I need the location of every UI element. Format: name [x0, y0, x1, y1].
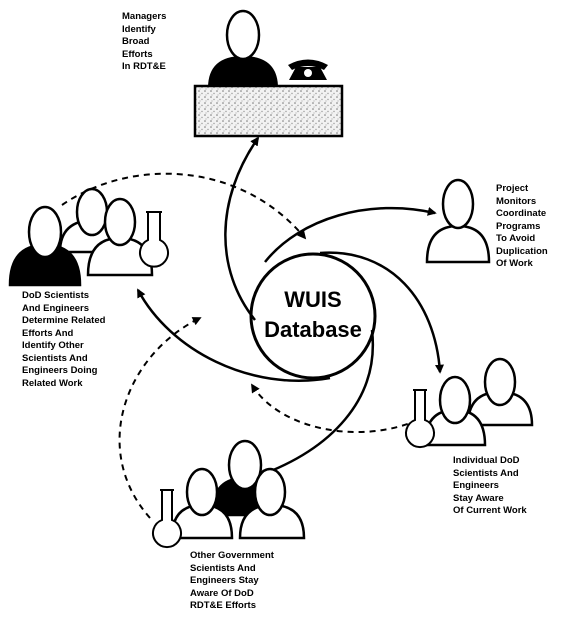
database-title-line1: WUIS — [284, 287, 341, 312]
dod-scientists-line: Efforts And — [22, 327, 74, 339]
dod-scientists-line: Engineers Doing — [22, 365, 98, 376]
individual-scientists-group — [423, 357, 534, 447]
managers-label: Managers Identify Broad Efforts In RDT&E — [122, 11, 166, 74]
solid-arrow-to-dod-scientists — [136, 288, 331, 382]
other-government-line: RDT&E Efforts — [190, 600, 256, 611]
manager-desk — [193, 84, 344, 138]
managers-line: In RDT&E — [122, 61, 166, 72]
dod-scientists-line: DoD Scientists — [22, 290, 90, 301]
other-government-line: Scientists And — [190, 562, 256, 574]
project-monitors-label: Project Monitors Coordinate Programs To … — [496, 183, 548, 271]
database-title-line2: Database — [264, 317, 362, 342]
dod-scientists-line: Scientists And — [22, 352, 88, 364]
managers-line: Managers — [122, 11, 167, 22]
individual-scientists-line: Engineers — [453, 480, 499, 491]
solid-arrow-to-project-monitors — [264, 206, 437, 263]
project-monitors-line: Project — [496, 183, 529, 194]
managers-line: Broad — [122, 36, 150, 47]
other-government-label: Other Government Scientists And Engineer… — [190, 550, 274, 613]
other-government-line: Engineers Stay — [190, 575, 259, 586]
project-monitors-line: Monitors — [496, 195, 537, 207]
project-monitors-line: Coordinate — [496, 208, 547, 219]
other-government-line: Other Government — [190, 550, 274, 561]
dod-scientists-line: Determine Related — [22, 315, 106, 326]
manager-figure — [208, 9, 278, 88]
solid-arrow-to-individual — [319, 251, 444, 374]
dashed-arrow-individual-to-database — [251, 383, 419, 434]
dod-scientists-line: And Engineers — [22, 302, 90, 314]
managers-line: Efforts — [122, 48, 153, 60]
individual-scientists-label: Individual DoD Scientists And Engineers … — [453, 455, 527, 518]
individual-scientists-line: Individual DoD — [453, 455, 520, 466]
other-government-group — [170, 439, 306, 540]
dod-scientists-label: DoD Scientists And Engineers Determine R… — [22, 290, 105, 390]
solid-arrow-to-manager — [224, 136, 260, 321]
telephone-icon — [288, 59, 328, 80]
dod-scientists-line: Related Work — [22, 377, 83, 389]
flask-icon-other-government — [152, 489, 182, 548]
individual-scientists-line: Stay Aware — [453, 492, 504, 504]
project-monitor-figure — [425, 178, 491, 264]
project-monitors-line: Programs — [496, 220, 541, 232]
flask-icon-dod — [139, 211, 169, 268]
individual-scientists-line: Scientists And — [453, 467, 519, 479]
project-monitors-line: Duplication — [496, 245, 548, 257]
project-monitors-line: Of Work — [496, 258, 533, 269]
other-government-line: Aware Of DoD — [190, 587, 254, 599]
dod-scientists-group — [8, 187, 154, 287]
wuis-database-circle — [249, 252, 377, 380]
dod-scientists-line: Identify Other — [22, 340, 84, 351]
individual-scientists-line: Of Current Work — [453, 505, 527, 516]
flask-icon-individual — [405, 389, 435, 448]
project-monitors-line: To Avoid — [496, 233, 536, 244]
managers-line: Identify — [122, 23, 156, 35]
solid-arrow-to-other-government — [256, 329, 375, 478]
